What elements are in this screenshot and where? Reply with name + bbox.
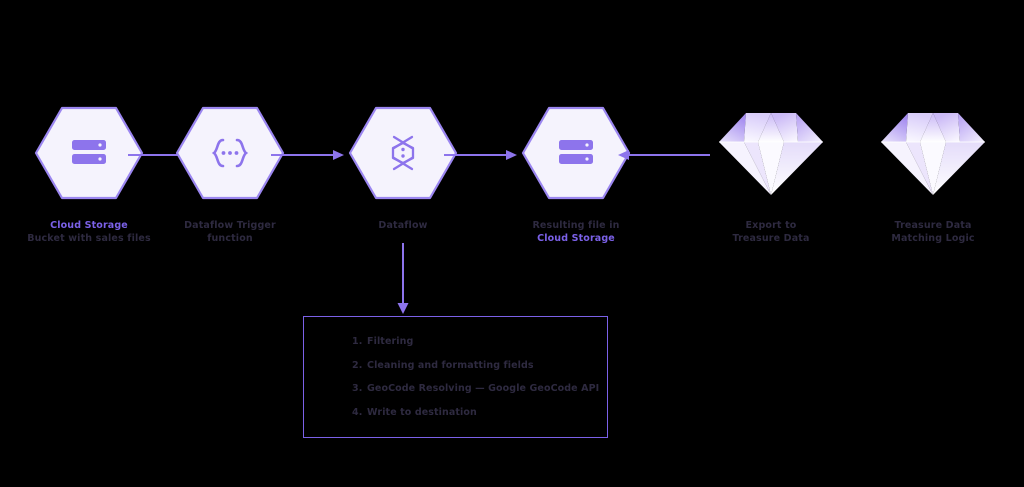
arrow-dataflow-to-resulting-file xyxy=(444,149,518,161)
list-item-number: 1. xyxy=(352,336,363,347)
database-icon xyxy=(559,140,593,164)
list-item-number: 2. xyxy=(352,359,363,371)
arrow-trigger-to-dataflow xyxy=(271,149,345,161)
hexagon-svg xyxy=(348,106,458,200)
arrow-export-to-resulting-file xyxy=(618,149,710,161)
hexagon-shape xyxy=(34,105,144,201)
list-item-text: Filtering xyxy=(367,336,414,347)
list-item: 1. Filtering xyxy=(352,337,607,347)
node-label-line2: Bucket with sales files xyxy=(27,233,151,245)
node-dataflow[interactable]: Dataflow xyxy=(341,105,465,232)
list-item-number: 4. xyxy=(352,406,363,418)
node-label: Cloud Storage Bucket with sales files xyxy=(27,219,151,246)
treasure-data-diamond-icon xyxy=(881,113,985,195)
node-label-line1: Export to xyxy=(745,220,797,231)
node-label: Export to Treasure Data xyxy=(709,219,833,246)
treasure-data-diamond-icon xyxy=(719,113,823,195)
node-label: Resulting file in Cloud Storage xyxy=(514,219,638,246)
hexagon-svg xyxy=(521,106,631,200)
list-item: 3. GeoCode Resolving — Google GeoCode API xyxy=(352,384,607,394)
node-label-line1: Cloud Storage xyxy=(50,220,128,231)
arrow-dataflow-to-steps xyxy=(396,243,410,315)
list-item-text: Cleaning and formatting fields xyxy=(367,359,534,371)
dataflow-steps-box: 1. Filtering 2. Cleaning and formatting fi… xyxy=(303,316,608,438)
function-braces-icon xyxy=(211,138,249,168)
node-label-line1: Treasure Data xyxy=(894,220,972,231)
hexagon-shape xyxy=(348,105,458,201)
hexagon-shape xyxy=(521,105,631,201)
node-dataflow-trigger-function[interactable]: Dataflow Trigger function xyxy=(168,105,292,246)
hexagon-svg xyxy=(34,106,144,200)
list-item-number: 3. xyxy=(352,383,363,394)
diamond-shape xyxy=(716,105,826,201)
node-label-line1: Dataflow Trigger xyxy=(184,220,276,231)
node-label-line2: Matching Logic xyxy=(891,233,975,245)
node-label-line1: Resulting file in xyxy=(532,220,620,231)
hexagon-shape xyxy=(175,105,285,201)
node-label: Dataflow xyxy=(341,219,465,232)
node-label-line1: Dataflow xyxy=(378,220,428,231)
dataflow-icon xyxy=(391,135,415,171)
node-label-line2: Cloud Storage xyxy=(537,233,615,245)
list-item: 4. Write to destination xyxy=(352,406,607,418)
list-item: 2. Cleaning and formatting fields xyxy=(352,359,607,371)
database-icon xyxy=(72,140,106,164)
list-item-text: GeoCode Resolving — Google GeoCode API xyxy=(367,383,600,394)
node-treasure-data-matching-logic[interactable]: Treasure Data Matching Logic xyxy=(871,105,995,246)
node-label-line2: function xyxy=(207,233,253,245)
list-item-text: Write to destination xyxy=(367,406,477,418)
node-export-to-treasure-data[interactable]: Export to Treasure Data xyxy=(709,105,833,246)
steps-list: 1. Filtering 2. Cleaning and formatting fi… xyxy=(304,317,607,417)
node-label: Treasure Data Matching Logic xyxy=(871,219,995,246)
node-label-line2: Treasure Data xyxy=(732,233,810,245)
node-resulting-file[interactable]: Resulting file in Cloud Storage xyxy=(514,105,638,246)
node-label: Dataflow Trigger function xyxy=(168,219,292,246)
diamond-shape xyxy=(878,105,988,201)
node-cloud-storage-bucket[interactable]: Cloud Storage Bucket with sales files xyxy=(27,105,151,246)
